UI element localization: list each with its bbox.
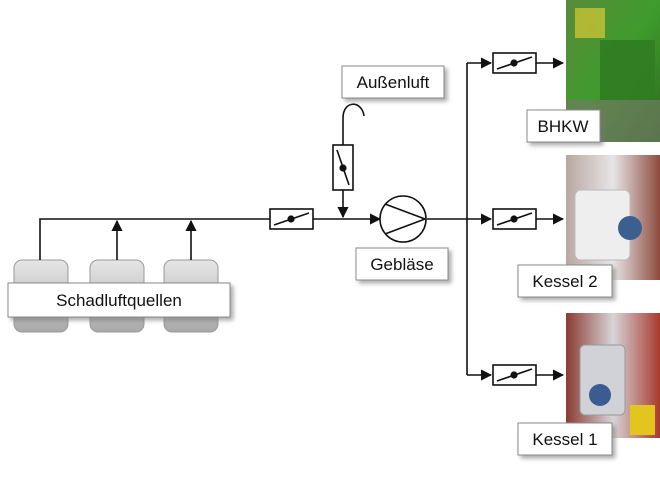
outside-air-box: Außenluft — [341, 65, 445, 99]
damper-valve-icon — [492, 208, 537, 230]
kessel1-photo — [566, 313, 660, 438]
outside-air-label: Außenluft — [357, 73, 430, 92]
blower-label: Gebläse — [370, 255, 433, 274]
damper-valve-icon — [332, 144, 354, 191]
damper-valve-icon — [269, 208, 314, 230]
damper-valve-icon — [492, 52, 537, 74]
blower-box: Gebläse — [355, 247, 449, 281]
bhkw-label: BHKW — [538, 117, 589, 136]
sources-box: Schadluftquellen — [7, 282, 231, 318]
blower-icon — [379, 195, 427, 243]
sources-label: Schadluftquellen — [56, 291, 182, 310]
kessel1-box: Kessel 1 — [517, 422, 613, 456]
kessel1-label: Kessel 1 — [532, 430, 597, 449]
flow-lines — [39, 57, 565, 381]
damper-valve-icon — [492, 364, 537, 386]
kessel2-photo — [566, 155, 660, 280]
kessel2-box: Kessel 2 — [517, 264, 613, 298]
bhkw-box: BHKW — [526, 109, 601, 143]
kessel2-label: Kessel 2 — [532, 272, 597, 291]
